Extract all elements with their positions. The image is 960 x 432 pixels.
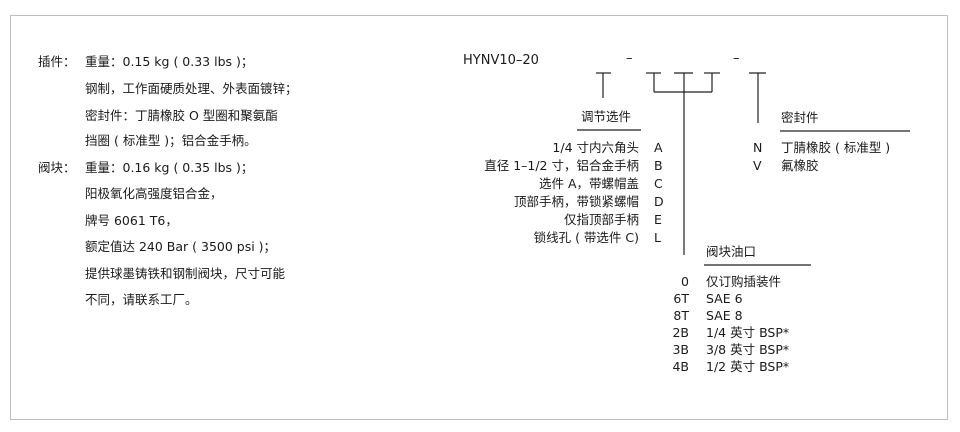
port-option-desc: 3/8 英寸 BSP* xyxy=(706,342,790,357)
model-code: HYNV10–20 xyxy=(463,53,539,68)
model-dash: – xyxy=(626,51,633,66)
block-line: 提供球墨铸铁和钢制阀块，尺寸可能 xyxy=(85,266,286,281)
adjust-option-code: L xyxy=(654,230,661,245)
seal-option-code: N xyxy=(753,140,763,155)
seal-option-desc: 氟橡胶 xyxy=(781,158,819,173)
port-option-code: 2B xyxy=(672,325,689,340)
adjust-title: 调节选件 xyxy=(581,109,632,124)
adjust-option-desc: 直径 1–1/2 寸，铝合金手柄 xyxy=(484,158,639,173)
adjust-option-code: E xyxy=(654,212,662,227)
insert-line: 密封件：丁腈橡胶 O 型圈和聚氨酯 xyxy=(85,108,278,123)
insert-label: 插件： xyxy=(38,54,76,69)
port-option-code: 0 xyxy=(681,274,689,289)
port-option-desc: 仅订购插装件 xyxy=(706,274,782,289)
seal-option-desc: 丁腈橡胶 ( 标准型 ) xyxy=(781,140,891,155)
adjust-option-desc: 锁线孔 ( 带选件 C) xyxy=(533,230,639,245)
block-line: 牌号 6061 T6， xyxy=(85,213,178,228)
content-frame xyxy=(10,15,948,420)
adjust-option-code: A xyxy=(654,140,663,155)
block-line: 额定值达 240 Bar ( 3500 psi )； xyxy=(85,239,277,254)
insert-line: 重量：0.15 kg ( 0.33 lbs )； xyxy=(85,54,254,69)
port-option-desc: 1/2 英寸 BSP* xyxy=(706,359,790,374)
seal-option-code: V xyxy=(753,158,762,173)
seal-title: 密封件 xyxy=(781,110,819,125)
adjust-option-desc: 仅指顶部手柄 xyxy=(563,212,639,227)
block-line: 阳极氧化高强度铝合金， xyxy=(85,186,223,201)
adjust-option-code: C xyxy=(654,176,663,191)
port-option-code: 4B xyxy=(672,359,689,374)
adjust-option-desc: 顶部手柄，带锁紧螺帽 xyxy=(513,194,639,209)
adjust-option-desc: 1/4 寸内六角头 xyxy=(552,140,639,155)
block-label: 阀块： xyxy=(38,160,76,175)
insert-line: 挡圈 ( 标准型 )；铝合金手柄。 xyxy=(85,133,257,148)
port-option-code: 3B xyxy=(672,342,689,357)
port-option-desc: SAE 6 xyxy=(706,291,743,306)
block-line: 不同，请联系工厂。 xyxy=(85,292,198,307)
insert-line: 钢制，工作面硬质处理、外表面镀锌； xyxy=(85,81,298,96)
port-option-desc: 1/4 英寸 BSP* xyxy=(706,325,790,340)
port-option-desc: SAE 8 xyxy=(706,308,743,323)
port-option-code: 8T xyxy=(673,308,689,323)
block-line: 重量：0.16 kg ( 0.35 lbs )； xyxy=(85,160,254,175)
port-option-code: 6T xyxy=(673,291,689,306)
adjust-option-code: D xyxy=(654,194,664,209)
model-dash: – xyxy=(733,51,740,66)
adjust-option-code: B xyxy=(654,158,663,173)
port-title: 阀块油口 xyxy=(706,244,757,259)
adjust-option-desc: 选件 A，带螺帽盖 xyxy=(538,176,639,191)
